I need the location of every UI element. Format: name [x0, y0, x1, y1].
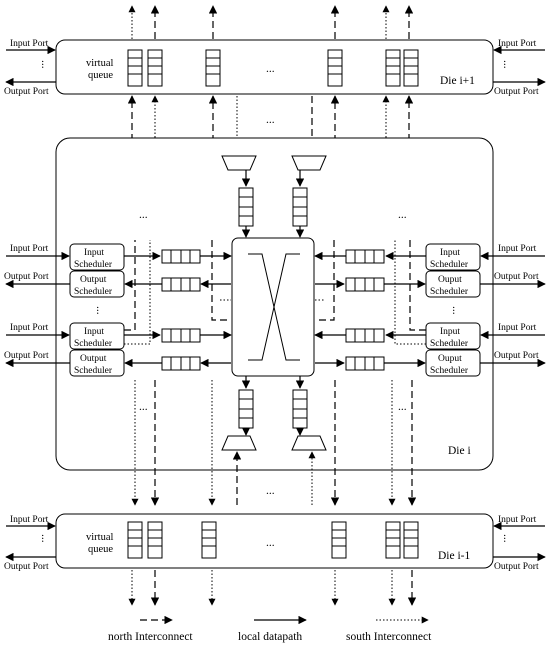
bottom-die-box [55, 513, 494, 569]
legend-north-label: north Interconnect [108, 631, 193, 643]
bottom-left-mux [221, 435, 257, 451]
lower-interconnect: ... [131, 380, 417, 506]
top-queue-2 [147, 49, 163, 87]
top-virtual-queues [127, 49, 419, 87]
right-output-scheduler-1: Ouput Scheduler [425, 270, 481, 298]
svg-text:Input Port: Input Port [498, 244, 537, 254]
bottom-die-ports: Input Port Output Port Input Port Output… [4, 515, 546, 572]
svg-text:Output Port: Output Port [494, 351, 539, 361]
right-output-scheduler-2: Ouput Scheduler [425, 349, 481, 377]
top-die-label: Die i+1 [440, 75, 475, 87]
svg-text:...: ... [139, 209, 148, 221]
right-input-scheduler-2: Input Scheduler [425, 322, 481, 350]
bottom-queue-2 [147, 521, 163, 559]
right-input-scheduler-1: Input Scheduler [425, 243, 481, 271]
mux-datapaths [241, 170, 305, 436]
left-input-scheduler-1: Input Scheduler [69, 243, 125, 271]
svg-text:Input Port: Input Port [10, 515, 49, 525]
svg-text:Output: Output [80, 275, 107, 285]
top-left-mux [221, 155, 257, 171]
legend-south-label: south Interconnect [346, 631, 432, 643]
bottom-outbound-arrows [128, 570, 417, 606]
svg-text:Input: Input [440, 248, 460, 258]
svg-text:Scheduler: Scheduler [430, 287, 469, 297]
bottom-virtual-label: virtual [86, 532, 113, 543]
bottom-left-ellipsis: ... [39, 534, 51, 543]
bottom-die-label: Die i-1 [438, 550, 471, 562]
svg-text:Scheduler: Scheduler [74, 366, 113, 376]
svg-text:Scheduler: Scheduler [74, 339, 113, 349]
bottom-queue-label: queue [88, 544, 113, 555]
svg-text:Ouput: Ouput [438, 354, 462, 364]
bottom-right-ellipsis: ... [501, 534, 513, 543]
middle-die-label: Die i [448, 445, 471, 457]
svg-text:...: ... [139, 401, 148, 413]
top-right-mux [291, 155, 327, 171]
bottom-right-mux [291, 435, 327, 451]
left-output-scheduler-2: Output Scheduler [69, 349, 125, 377]
svg-text:Input: Input [84, 248, 104, 258]
top-queue-3 [205, 49, 221, 87]
svg-text:Output Port: Output Port [4, 562, 49, 572]
svg-text:Input Port: Input Port [498, 515, 537, 525]
svg-text:Scheduler: Scheduler [430, 339, 469, 349]
left-input-scheduler-2: Input Scheduler [69, 322, 125, 350]
svg-text:Input Port: Input Port [10, 244, 49, 254]
svg-text:Scheduler: Scheduler [74, 260, 113, 270]
legend-local-label: local datapath [238, 631, 302, 643]
svg-text:...: ... [266, 485, 275, 497]
svg-text:Input: Input [440, 327, 460, 337]
top-queue-1 [127, 49, 143, 87]
left-scheduler-ellipsis: ... [94, 306, 106, 315]
svg-text:Ouput: Ouput [438, 275, 462, 285]
top-outbound-arrows [128, 5, 414, 39]
legend: north Interconnect local datapath south … [108, 615, 432, 643]
crossbar-switch [231, 237, 315, 377]
top-right-output-label: Output Port [494, 87, 539, 97]
right-scheduler-ellipsis: ... [450, 306, 462, 315]
middle-right-ports: Input Port Output Port Input Port Output… [480, 244, 546, 368]
svg-text:...: ... [398, 209, 407, 221]
local-datapaths [124, 251, 426, 368]
svg-text:Input: Input [84, 327, 104, 337]
top-queue-6 [403, 49, 419, 87]
top-left-input-label: Input Port [10, 39, 49, 49]
svg-text:Scheduler: Scheduler [74, 287, 113, 297]
top-right-ellipsis: ... [501, 60, 513, 69]
svg-text:Scheduler: Scheduler [430, 366, 469, 376]
top-queue-label: queue [88, 70, 113, 81]
top-queue-5 [385, 49, 401, 87]
bottom-queue-5 [385, 521, 401, 559]
svg-text:Output Port: Output Port [494, 272, 539, 282]
bottom-virtual-queues [127, 521, 419, 559]
top-left-ellipsis: ... [39, 60, 51, 69]
middle-left-ports: Input Port Output Port Input Port Output… [4, 244, 70, 368]
bottom-queue-6 [403, 521, 419, 559]
top-right-input-label: Input Port [498, 39, 537, 49]
svg-text:...: ... [266, 114, 275, 126]
top-die-box [55, 39, 494, 95]
svg-text:Input Port: Input Port [498, 323, 537, 333]
svg-text:Output Port: Output Port [494, 562, 539, 572]
svg-text:Output: Output [80, 354, 107, 364]
top-left-output-label: Output Port [4, 87, 49, 97]
bottom-queue-4 [331, 521, 347, 559]
bottom-queue-ellipsis: ... [266, 537, 275, 549]
svg-text:...: ... [398, 401, 407, 413]
svg-text:Output Port: Output Port [4, 272, 49, 282]
bottom-queue-3 [201, 521, 217, 559]
internal-interconnect: ... ... ... ... [124, 209, 426, 413]
top-queue-4 [327, 49, 343, 87]
top-queue-ellipsis: ... [266, 63, 275, 75]
bottom-queue-1 [127, 521, 143, 559]
svg-text:Scheduler: Scheduler [430, 260, 469, 270]
svg-text:Input Port: Input Port [10, 323, 49, 333]
top-virtual-label: virtual [86, 58, 113, 69]
svg-text:Output Port: Output Port [4, 351, 49, 361]
left-output-scheduler-1: Output Scheduler [69, 270, 125, 298]
